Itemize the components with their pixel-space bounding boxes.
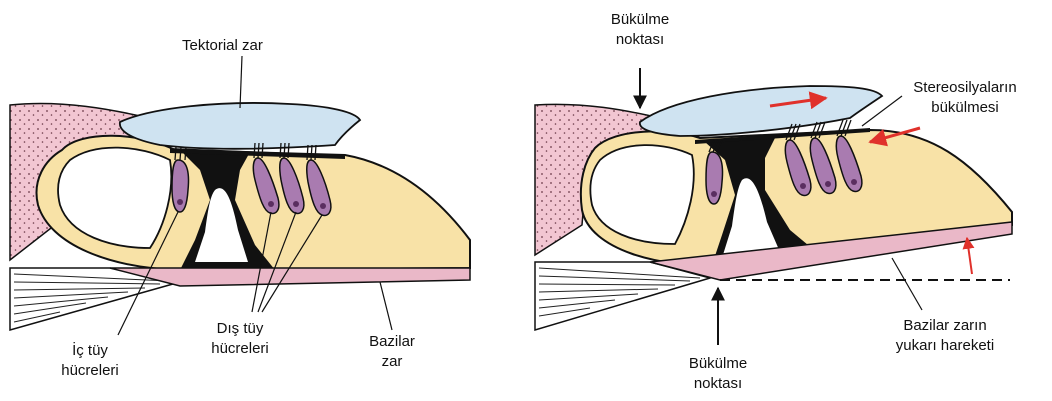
stereocilia-bending-label-line1: Stereosilyaların: [913, 79, 1016, 96]
outer-hair-cells-label-line1: Dış tüy: [217, 320, 264, 337]
right-tectorial-membrane: [640, 86, 882, 136]
right-bone-fibers: [535, 262, 710, 330]
bend-point-top-label-line1: Bükülme: [611, 11, 669, 28]
bend-point-bottom-label-line2: noktası: [694, 375, 742, 392]
outer-hair-cells-label-line2: hücreleri: [211, 340, 269, 357]
left-panel: Tektorial zar İç tüy hücreleri Dış tüy h…: [10, 37, 470, 379]
basilar-lift-arrow: [967, 238, 972, 274]
basilar-membrane-label-line1: Bazilar: [369, 333, 415, 350]
tectorial-membrane-label: Tektorial zar: [182, 37, 263, 54]
basilar-upward-motion-label-line1: Bazilar zarın: [903, 317, 986, 334]
inner-hair-cells-label-line1: İç tüy: [72, 341, 108, 359]
bend-point-top-label-line2: noktası: [616, 31, 664, 48]
basilar-membrane-label-line2: zar: [382, 353, 403, 370]
right-panel: Bükülme noktası Stereosilyaların bükülme…: [535, 11, 1017, 392]
basilar-upward-motion-label-line2: yukarı hareketi: [896, 337, 994, 354]
bend-point-bottom-label-line1: Bükülme: [689, 355, 747, 372]
stereocilia-bending-label-line2: bükülmesi: [931, 99, 999, 116]
left-tectorial-membrane: [120, 103, 360, 149]
inner-hair-cells-label-line2: hücreleri: [61, 362, 119, 379]
